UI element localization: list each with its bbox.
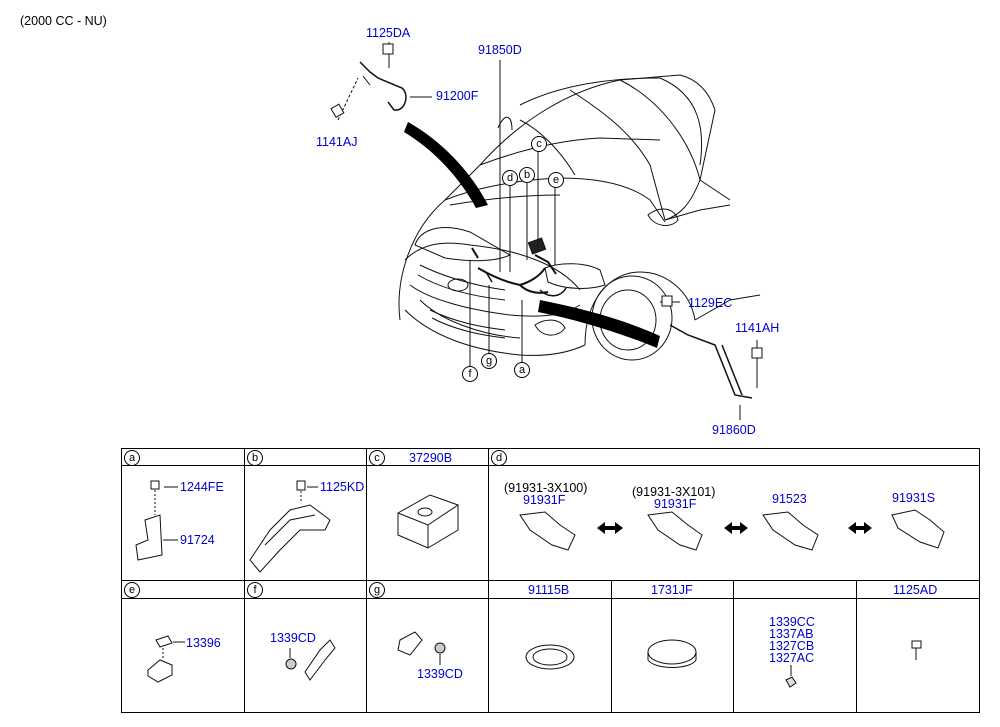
callout-g: g [481, 353, 497, 369]
table-letter-b: b [247, 450, 263, 466]
part-label-91931F-b: 91931F [654, 497, 697, 511]
table-letter-f: f [247, 582, 263, 598]
callout-a: a [514, 362, 530, 378]
table-letter-c: c [369, 450, 385, 466]
part-note-91931-3X100: (91931-3X100) [504, 481, 588, 495]
part-label-1141AH: 1141AH [735, 321, 780, 335]
part-label-1327CB: 1327CB [769, 639, 815, 653]
table-header-91115B: 91115B [528, 583, 570, 597]
part-label-1244FE: 1244FE [180, 480, 224, 494]
callout-b: b [519, 167, 535, 183]
part-label-1129EC: 1129EC [688, 296, 733, 310]
table-header-1731JF: 1731JF [651, 583, 693, 597]
part-label-91931F-a: 91931F [523, 493, 566, 507]
part-label-91931S: 91931S [892, 491, 936, 505]
part-label-91850D: 91850D [478, 43, 522, 57]
callout-d: d [502, 170, 518, 186]
part-label-91523: 91523 [772, 492, 807, 506]
part-label-1339CC: 1339CC [769, 615, 815, 629]
car-wiring-illustration [330, 42, 763, 420]
callout-e: e [548, 172, 564, 188]
part-note-91931-3X101: (91931-3X101) [632, 485, 716, 499]
part-label-91200F: 91200F [436, 89, 479, 103]
table-letter-e: e [124, 582, 140, 598]
part-label-1339CD-g: 1339CD [417, 667, 463, 681]
table-header-37290B: 37290B [409, 451, 453, 465]
part-label-1339CD-f: 1339CD [270, 631, 316, 645]
table-letter-a: a [124, 450, 140, 466]
part-label-1141AJ: 1141AJ [316, 135, 358, 149]
callout-f: f [462, 366, 478, 382]
part-label-91860D: 91860D [712, 423, 756, 437]
table-letter-d: d [491, 450, 507, 466]
table-header-1125AD: 1125AD [893, 583, 938, 597]
callout-c: c [531, 136, 547, 152]
part-label-1125KD: 1125KD [320, 480, 365, 494]
part-label-13396: 13396 [186, 636, 221, 650]
part-label-1125DA: 1125DA [366, 26, 411, 40]
part-label-1327AC: 1327AC [769, 651, 815, 665]
table-letter-g: g [369, 582, 385, 598]
part-label-1337AB: 1337AB [769, 627, 814, 641]
engine-note: (2000 CC - NU) [20, 14, 107, 28]
part-label-91724: 91724 [180, 533, 215, 547]
